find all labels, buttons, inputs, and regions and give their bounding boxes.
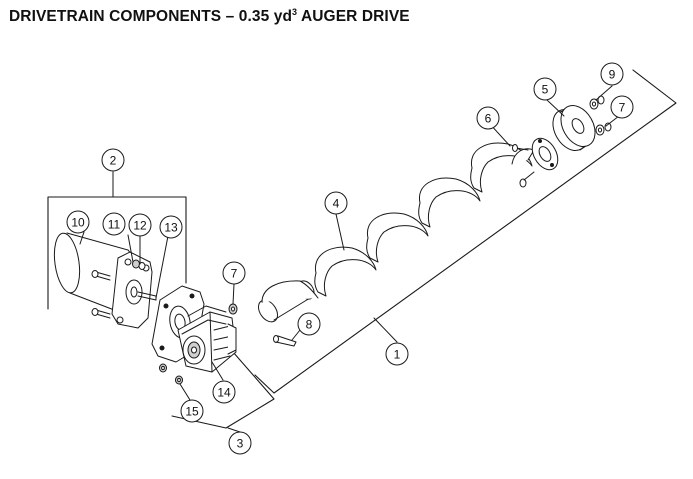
svg-text:9: 9 — [609, 68, 616, 82]
callout-12: 12 — [128, 213, 152, 237]
svg-text:5: 5 — [542, 83, 549, 97]
callout-5: 5 — [533, 77, 557, 101]
callout-1: 1 — [385, 342, 409, 366]
bolt-8 — [273, 335, 297, 347]
callout-8: 8 — [297, 312, 321, 336]
svg-text:6: 6 — [485, 112, 492, 126]
motor — [53, 232, 169, 329]
svg-text:7: 7 — [231, 267, 238, 281]
callout-2: 2 — [101, 148, 125, 172]
svg-text:12: 12 — [133, 219, 147, 233]
callout-4: 4 — [324, 191, 348, 215]
svg-text:2: 2 — [110, 154, 117, 168]
callout-7-middle: 7 — [222, 261, 246, 285]
end-bearing — [552, 105, 596, 151]
callout-7-upper: 7 — [610, 95, 634, 119]
callout-9: 9 — [600, 62, 624, 86]
callout-15: 15 — [180, 399, 204, 423]
title-main: DRIVETRAIN COMPONENTS – 0.35 yd — [9, 8, 293, 25]
lower-nuts — [159, 363, 183, 385]
svg-text:14: 14 — [217, 386, 231, 400]
svg-text:7: 7 — [619, 101, 626, 115]
svg-text:13: 13 — [164, 221, 178, 235]
callout-14: 14 — [212, 380, 236, 404]
gearbox — [151, 285, 237, 373]
callout-3: 3 — [228, 431, 252, 455]
leader-lines — [79, 85, 620, 433]
svg-text:8: 8 — [306, 318, 313, 332]
svg-text:15: 15 — [185, 405, 199, 419]
callout-6: 6 — [476, 106, 500, 130]
assembly-bracket-motor — [47, 196, 187, 310]
callout-13: 13 — [159, 215, 183, 239]
title-suffix: AUGER DRIVE — [297, 8, 410, 25]
auger-flighting — [257, 137, 559, 323]
assembly-bracket-gearbox — [171, 351, 275, 429]
svg-text:11: 11 — [108, 218, 121, 232]
nut-7-middle — [228, 303, 238, 315]
callout-11: 11 — [102, 212, 126, 236]
svg-text:3: 3 — [237, 437, 244, 451]
callout-10: 10 — [66, 210, 90, 234]
svg-text:4: 4 — [333, 197, 340, 211]
svg-text:10: 10 — [71, 216, 85, 230]
assembly-bracket-auger — [254, 69, 677, 394]
page-title: DRIVETRAIN COMPONENTS – 0.35 yd3 AUGER D… — [9, 6, 410, 26]
svg-text:1: 1 — [394, 348, 401, 362]
title-superscript: 3 — [292, 6, 298, 17]
